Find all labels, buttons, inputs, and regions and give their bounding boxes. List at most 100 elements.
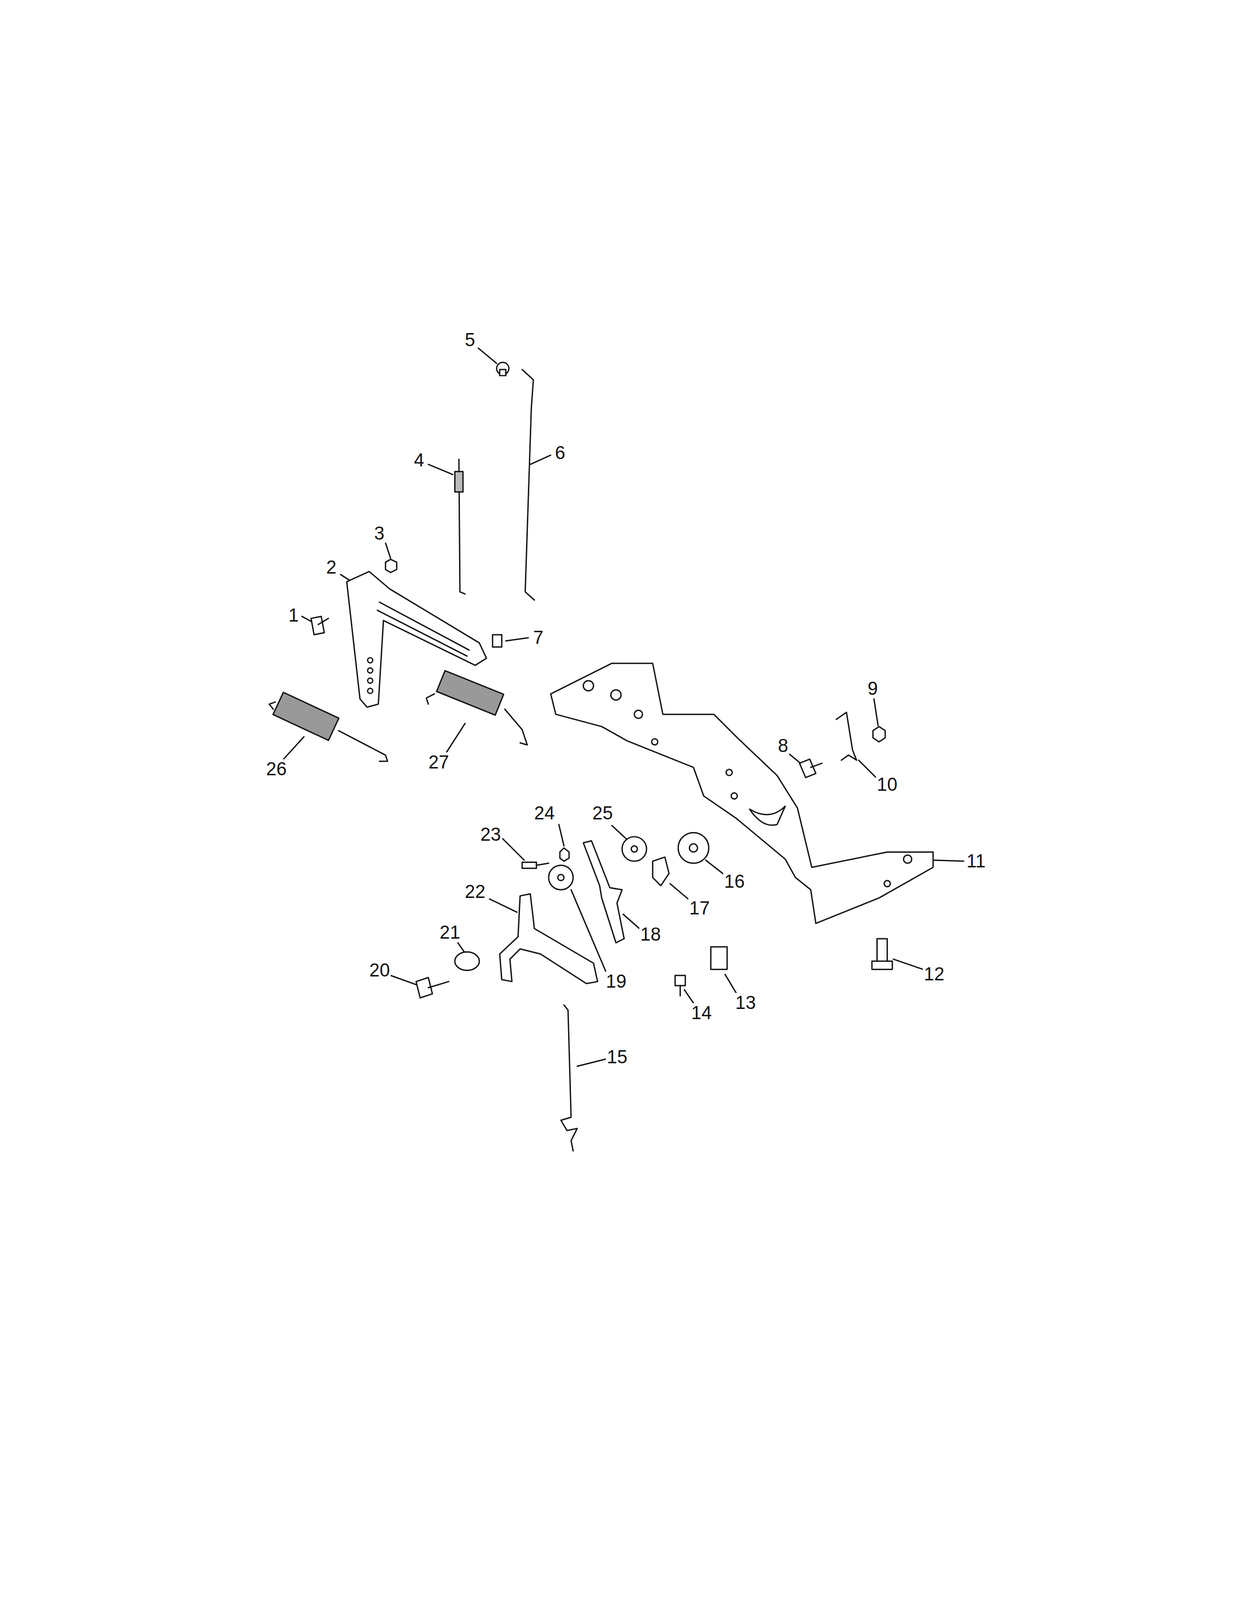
part-outline (506, 637, 529, 641)
part-outline (725, 974, 738, 995)
part-outline (557, 874, 565, 881)
part-outline (684, 989, 694, 1003)
part-outline (749, 806, 786, 825)
part-outline (678, 832, 709, 863)
callout-number: 22 (463, 881, 487, 902)
part-outline (379, 602, 470, 650)
part-outline (789, 753, 801, 763)
callout-number: 15 (605, 1046, 629, 1067)
part-outline (436, 670, 504, 715)
callout-number: 3 (373, 523, 386, 543)
part-outline (458, 942, 466, 953)
part-outline (631, 845, 638, 853)
part-outline (311, 616, 325, 635)
part-outline (367, 667, 373, 674)
callout-number: 10 (875, 774, 899, 794)
part-outline (710, 946, 728, 969)
part-outline (492, 634, 502, 647)
part-outline (269, 348, 964, 1151)
callout-number: 4 (412, 450, 426, 470)
part-outline (377, 610, 467, 657)
part-outline (675, 975, 686, 986)
callout-number: 9 (866, 678, 879, 698)
callout-number: 26 (265, 759, 288, 779)
part-outline (611, 825, 626, 839)
part-outline (873, 698, 878, 726)
part-outline (426, 693, 435, 704)
callout-number: 14 (690, 1002, 713, 1023)
part-outline (317, 618, 329, 625)
leader-lines (283, 348, 964, 1066)
callout-number: 27 (427, 752, 450, 772)
part-outline (893, 958, 923, 969)
part-outline (489, 898, 518, 912)
callout-number: 23 (479, 824, 502, 844)
part-outline (283, 736, 304, 760)
part-outline (876, 938, 888, 961)
part-outline (651, 738, 658, 745)
part-outline (872, 726, 886, 743)
part-outline (499, 369, 507, 376)
part-outline (367, 678, 373, 684)
part-outline (689, 843, 698, 852)
part-outline (454, 471, 463, 492)
part-outline (726, 769, 733, 776)
part-outline (390, 975, 417, 985)
part-outline (478, 348, 497, 364)
part-outline (559, 847, 570, 861)
callout-number: 2 (325, 557, 338, 577)
part-outline (560, 1004, 578, 1151)
part-outline (522, 369, 535, 600)
part-outline (504, 709, 527, 745)
part-outline (836, 712, 857, 761)
callout-number: 12 (922, 964, 946, 984)
part-outline (385, 558, 397, 572)
part-outline (367, 657, 373, 663)
callout-number: 18 (639, 924, 662, 944)
part-outline (428, 981, 449, 988)
callout-number: 21 (438, 922, 461, 942)
part-outline (522, 861, 537, 869)
part-outline (577, 1058, 606, 1066)
callout-number: 7 (532, 627, 545, 648)
part-outline (558, 824, 565, 846)
part-outline (799, 759, 817, 778)
part-outline (428, 464, 453, 475)
callout-number: 5 (463, 330, 476, 350)
part-outline (731, 792, 738, 799)
part-outline (548, 865, 573, 890)
part-outline (669, 883, 690, 901)
part-outline (269, 701, 276, 710)
callout-number: 13 (734, 992, 757, 1013)
part-outline (499, 893, 598, 984)
part-outline (871, 960, 893, 969)
part-outline (583, 840, 624, 943)
callout-number: 24 (533, 803, 556, 823)
part-outline (610, 689, 621, 700)
part-outline (884, 880, 891, 887)
part-outline (502, 838, 524, 860)
callout-number: 8 (776, 735, 790, 756)
part-outline (385, 542, 391, 559)
callout-number: 25 (591, 803, 614, 823)
part-outline (583, 680, 594, 691)
callout-number: 20 (368, 960, 391, 980)
part-outline (679, 985, 682, 996)
part-outline (621, 836, 647, 861)
part-outline (446, 723, 466, 752)
callout-number: 11 (965, 851, 987, 871)
part-outline (810, 762, 823, 767)
part-outline (530, 455, 551, 465)
callout-number: 16 (723, 871, 746, 891)
part-outline (272, 692, 339, 741)
callout-number: 17 (688, 898, 711, 918)
part-outline (934, 859, 964, 861)
part-outline (634, 710, 643, 719)
part-outline (858, 760, 878, 779)
part-outline (367, 688, 373, 694)
callout-number: 1 (287, 605, 300, 625)
part-outline (623, 914, 640, 929)
part-outline (903, 855, 912, 864)
part-outline (652, 856, 670, 886)
